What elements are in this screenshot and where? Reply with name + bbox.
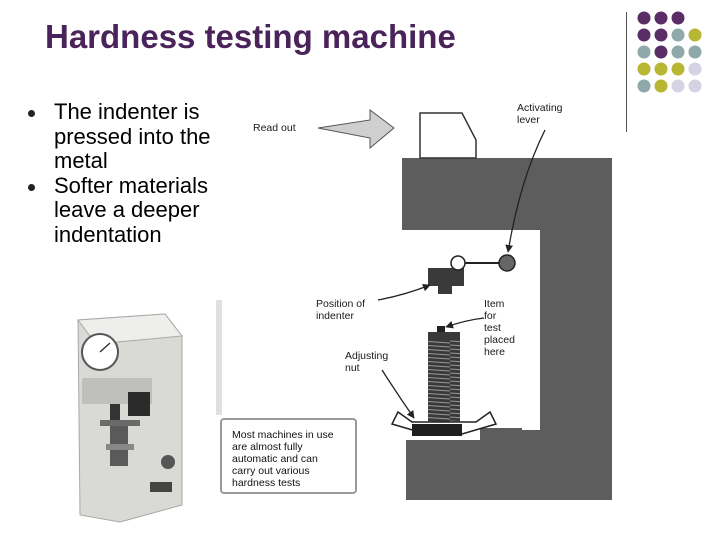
frame-top [402, 158, 612, 230]
frame-base [406, 440, 612, 500]
decorative-dot [654, 11, 668, 25]
bullet-icon [28, 183, 35, 191]
decorative-dot [688, 62, 702, 76]
bullet-icon [28, 110, 35, 117]
test-item [437, 326, 445, 332]
arrow-position-indenter [377, 283, 431, 301]
indenter-tip [438, 286, 452, 294]
label-line: indenter [316, 310, 354, 322]
callout-line: hardness tests [232, 477, 301, 489]
indenter-holder [428, 268, 464, 286]
bullet-item: The indenter is pressed into the metal [26, 99, 246, 174]
decorative-dot [654, 45, 668, 59]
callout-line: carry out various [232, 465, 310, 477]
bullet-text: The indenter is pressed into the metal [54, 99, 211, 173]
decorative-dot [637, 79, 651, 93]
decorative-dot [637, 11, 651, 25]
label-adjusting-nut: Adjusting nut [345, 350, 388, 374]
arrow-test-item [445, 317, 485, 329]
divider-line [626, 12, 627, 132]
label-position-of-indenter: Position of indenter [316, 298, 365, 322]
decorative-dot [688, 28, 702, 42]
label-line: Item [484, 298, 505, 310]
arrow-activating-lever [505, 129, 546, 253]
bullet-text: Softer materials leave a deeper indentat… [54, 172, 209, 247]
decorative-dot [671, 79, 685, 93]
decorative-dot [671, 11, 685, 25]
label-activating-lever: Activating lever [517, 102, 563, 126]
frame-opening [406, 230, 540, 440]
decorative-dot [671, 45, 685, 59]
label-line: here [484, 346, 506, 358]
callout-line: automatic and can [232, 453, 318, 465]
callout-line: are almost fully [232, 441, 303, 453]
decorative-dot [671, 62, 685, 76]
readout-arrow [317, 109, 395, 150]
label-read-out: Read out [253, 122, 296, 134]
elevating-screw [428, 340, 460, 422]
lever-pivot [450, 255, 466, 271]
label-line: Adjusting [345, 350, 389, 362]
callout-box: Most machines in use are almost fully au… [220, 418, 357, 494]
arrow-adjusting-nut [381, 369, 415, 419]
label-item-for-test: Item for test placed here [484, 298, 515, 358]
label-line: Position of [316, 298, 366, 310]
anvil-plate [428, 332, 460, 340]
decorative-dot [654, 28, 668, 42]
callout-line: Most machines in use [232, 429, 334, 441]
decorative-dot-grid [637, 11, 702, 93]
slide-title: Hardness testing machine [45, 18, 456, 55]
decorative-dot [654, 79, 668, 93]
bullet-list: The indenter is pressed into the metal S… [26, 99, 246, 248]
decorative-dot [637, 45, 651, 59]
label-line: for [484, 310, 497, 322]
decorative-dot [637, 62, 651, 76]
decorative-dot [688, 79, 702, 93]
bullet-item: Softer materials leave a deeper indentat… [26, 172, 246, 248]
machine-photo [77, 300, 222, 523]
label-line: Activating [517, 102, 563, 114]
decorative-dot [688, 45, 702, 59]
readout-head [419, 112, 477, 159]
label-line: lever [517, 114, 540, 126]
decorative-dot [637, 28, 651, 42]
decorative-dot [671, 28, 685, 42]
label-line: placed [484, 334, 515, 346]
label-line: test [484, 322, 501, 334]
decorative-dot [654, 62, 668, 76]
lever-knob [498, 254, 516, 272]
label-line: nut [345, 362, 360, 374]
